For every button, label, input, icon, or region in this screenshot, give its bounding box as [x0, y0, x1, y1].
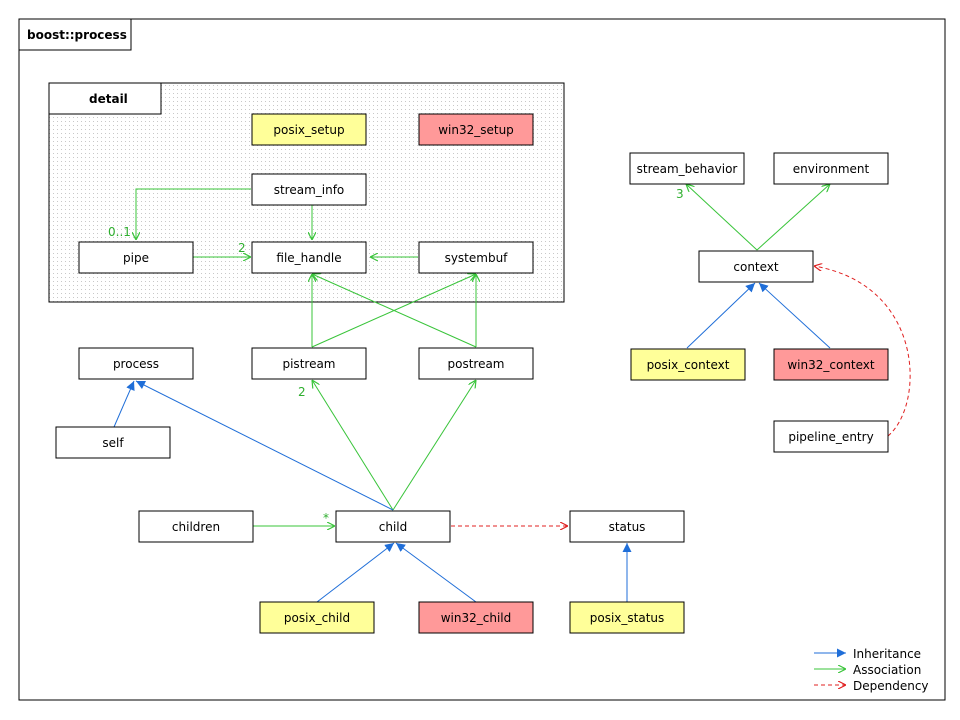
package-title: boost::process: [27, 28, 127, 42]
class-label: pipe: [123, 251, 149, 265]
class-label: stream_behavior: [637, 162, 738, 176]
class-label: status: [609, 520, 646, 534]
class-posix-child: posix_child: [259, 601, 375, 634]
class-postream: postream: [418, 347, 534, 380]
legend-inheritance-label: Inheritance: [853, 647, 921, 661]
class-label: environment: [793, 162, 870, 176]
class-label: win32_child: [441, 611, 512, 625]
class-systembuf: systembuf: [418, 241, 534, 274]
outer-package-tab: [18, 18, 132, 51]
assoc-stream-info-pipe: [136, 188, 251, 240]
legend: Inheritance Association Dependency: [814, 647, 929, 693]
class-label: win32_setup: [438, 123, 514, 137]
legend-dependency-label: Dependency: [853, 679, 929, 693]
class-pipeline-entry: pipeline_entry: [773, 420, 889, 453]
class-self: self: [55, 426, 171, 459]
class-process: process: [78, 347, 194, 380]
class-label: stream_info: [274, 183, 345, 197]
class-child: child: [335, 510, 451, 543]
class-status: status: [569, 510, 685, 543]
class-label: postream: [447, 357, 504, 371]
class-label: process: [113, 357, 159, 371]
class-label: win32_context: [787, 358, 875, 372]
class-label: systembuf: [445, 251, 509, 265]
inherit-posix-context-context: [686, 282, 756, 349]
assoc-context-environment: [756, 184, 830, 251]
class-posix-context: posix_context: [630, 348, 746, 381]
class-file-handle: file_handle: [251, 241, 367, 274]
assoc-child-postream: [392, 380, 476, 511]
class-context: context: [698, 250, 814, 283]
class-stream-behavior: stream_behavior: [629, 152, 745, 185]
class-label: posix_setup: [273, 123, 344, 137]
class-win32-child: win32_child: [418, 601, 534, 634]
class-label: pipeline_entry: [788, 430, 873, 444]
mult-pipe: 0..1: [108, 225, 131, 239]
mult-file-handle: 2: [238, 241, 246, 255]
mult-child: *: [323, 511, 329, 525]
class-posix-setup: posix_setup: [251, 113, 367, 146]
class-win32-context: win32_context: [773, 348, 889, 381]
mult-stream-behavior: 3: [676, 187, 684, 201]
class-label: posix_context: [647, 358, 730, 372]
detail-package-title: detail: [89, 92, 128, 106]
assoc-context-stream-behavior: [686, 184, 758, 251]
assoc-child-pistream: [312, 380, 394, 511]
inherit-posix-child-child: [316, 542, 395, 603]
inherit-win32-child-child: [395, 542, 477, 603]
class-win32-setup: win32_setup: [418, 113, 534, 146]
class-stream-info: stream_info: [251, 173, 367, 206]
mult-pistream: 2: [298, 385, 306, 399]
assoc-postream-file-handle: [312, 274, 477, 348]
class-label: self: [102, 436, 124, 450]
class-label: pistream: [282, 357, 335, 371]
class-posix-status: posix_status: [569, 601, 685, 634]
class-label: child: [379, 520, 408, 534]
inherit-win32-context-context: [758, 282, 831, 349]
inherit-self-process: [113, 380, 135, 428]
class-label: posix_status: [590, 611, 665, 625]
class-label: posix_child: [284, 611, 350, 625]
class-pistream: pistream: [251, 347, 367, 380]
class-pipe: pipe: [78, 241, 194, 274]
class-label: file_handle: [276, 251, 341, 265]
class-children: children: [138, 510, 254, 543]
class-label: children: [172, 520, 220, 534]
class-label: context: [733, 260, 779, 274]
class-environment: environment: [773, 152, 889, 185]
inherit-child-process: [135, 380, 394, 511]
legend-association-label: Association: [853, 663, 921, 677]
detail-package-tab: [48, 82, 162, 115]
